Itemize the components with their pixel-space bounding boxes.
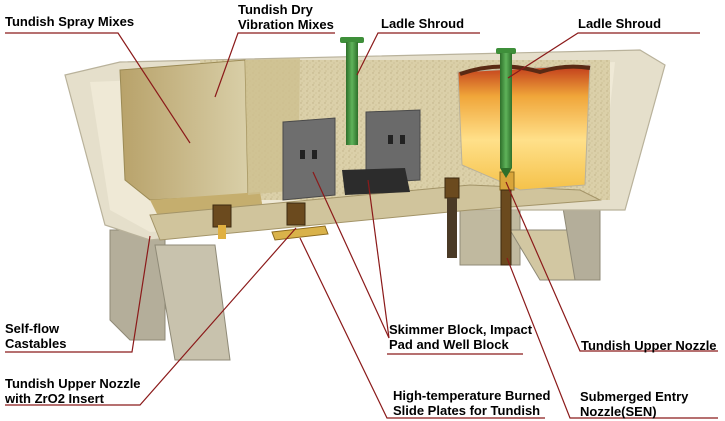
label-ladle-shroud-right: Ladle Shroud [578, 16, 662, 31]
label-upper-nozzle-zro2: Tundish Upper Nozzle with ZrO2 Insert [5, 376, 141, 406]
label-tundish-dry-vibration-line1: Tundish Dry [238, 2, 313, 17]
label-upper-nozzle-zro2-line2: with ZrO2 Insert [5, 391, 104, 406]
leader-tundish-dry-vibration [214, 32, 335, 98]
leader-self-flow [5, 235, 151, 353]
label-tundish-spray-mixes: Tundish Spray Mixes [5, 14, 135, 29]
label-sen-line1: Submerged Entry [580, 389, 689, 404]
label-upper-nozzle-zro2-line1: Tundish Upper Nozzle [5, 376, 141, 391]
leader-ladle-shroud-right [507, 32, 700, 79]
label-ladle-shroud-left: Ladle Shroud [381, 16, 465, 31]
leader-tundish-spray-mixes [5, 32, 191, 144]
label-submerged-entry-nozzle: Submerged Entry Nozzle(SEN) [580, 389, 688, 419]
leader-ladle-shroud-left [356, 32, 480, 76]
leader-slide-plates [299, 237, 545, 419]
leader-sen [506, 257, 718, 419]
label-skimmer-block: Skimmer Block, Impact Pad and Well Block [389, 322, 532, 352]
label-tundish-dry-vibration: Tundish Dry Vibration Mixes [238, 2, 334, 32]
leader-skimmer-b [367, 179, 390, 339]
leader-upper-nozzle-zro2 [5, 227, 297, 406]
ladle-shrouds [340, 37, 516, 178]
label-self-flow-line2: Castables [5, 336, 67, 351]
tundish-floor [149, 184, 602, 241]
molten-steel [457, 64, 591, 191]
label-slide-plates-line1: High-temperature Burned [393, 388, 551, 403]
label-slide-plates-line2: Slide Plates for Tundish [393, 403, 541, 418]
skimmer-blocks [282, 109, 421, 201]
label-tundish-upper-nozzle: Tundish Upper Nozzle [581, 338, 717, 353]
label-self-flow-castables: Self-flow Castables [5, 321, 66, 351]
nozzles [212, 171, 515, 266]
label-sen-line2: Nozzle(SEN) [580, 404, 657, 419]
leader-lines [5, 32, 718, 419]
leader-tundish-upper-nozzle [505, 181, 718, 352]
leader-skimmer-a [312, 171, 390, 339]
label-skimmer-line2: Pad and Well Block [389, 337, 509, 352]
label-self-flow-line1: Self-flow [5, 321, 60, 336]
label-skimmer-line1: Skimmer Block, Impact [389, 322, 533, 337]
label-tundish-dry-vibration-line2: Vibration Mixes [238, 17, 334, 32]
label-slide-plates: High-temperature Burned Slide Plates for… [393, 388, 550, 418]
